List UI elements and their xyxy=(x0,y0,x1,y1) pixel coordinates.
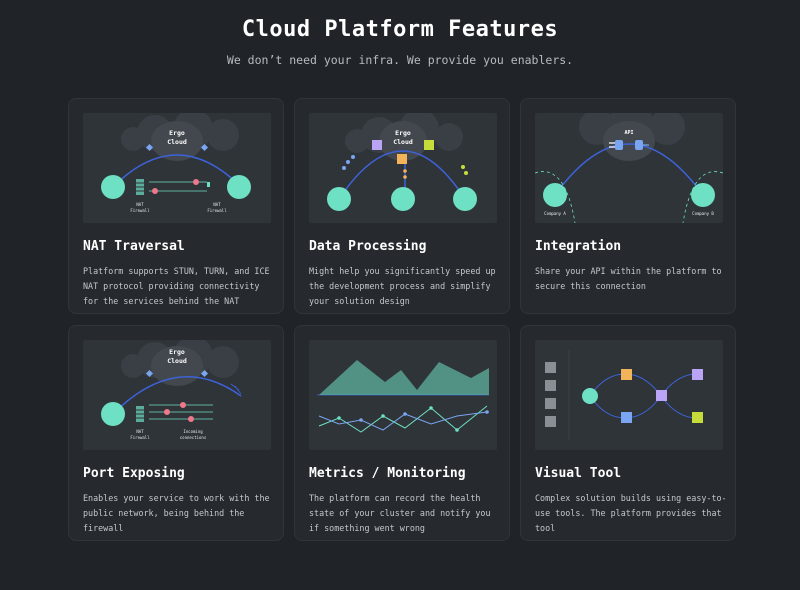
svg-text:Firewall: Firewall xyxy=(130,435,150,440)
feature-card-visual-tool[interactable]: Visual Tool Complex solution builds usin… xyxy=(520,325,736,541)
cloud-icon xyxy=(379,121,427,161)
svg-text:Cloud: Cloud xyxy=(167,138,187,146)
svg-text:Company A: Company A xyxy=(544,211,566,216)
svg-text:Ergo: Ergo xyxy=(169,348,185,356)
card-title: Visual Tool xyxy=(535,466,622,481)
card-title: NAT Traversal xyxy=(83,239,185,254)
svg-text:connections: connections xyxy=(180,435,207,440)
card-title: Port Exposing xyxy=(83,466,185,481)
card-title: Integration xyxy=(535,239,622,254)
svg-text:NAT: NAT xyxy=(136,429,144,434)
svg-text:NAT: NAT xyxy=(136,202,144,207)
nat-traversal-illustration: Ergo Cloud NAT Firewall NAT Firewall xyxy=(83,113,271,223)
page-subtitle: We don’t need your infra. We provide you… xyxy=(226,53,574,67)
svg-text:Cloud: Cloud xyxy=(393,138,413,146)
svg-text:Company B: Company B xyxy=(692,211,714,216)
card-description: The platform can record the health state… xyxy=(309,493,491,533)
data-processing-illustration: Ergo Cloud xyxy=(309,113,497,223)
svg-text:Ergo: Ergo xyxy=(395,129,411,137)
svg-text:NAT: NAT xyxy=(213,202,221,207)
svg-text:Firewall: Firewall xyxy=(207,208,227,213)
feature-card-data-processing[interactable]: Ergo Cloud Data Processing Might help yo… xyxy=(294,98,510,314)
cloud-icon xyxy=(151,121,203,161)
visual-tool-illustration xyxy=(535,340,723,450)
integration-illustration: API Company A Company B xyxy=(535,113,723,223)
svg-text:Ergo: Ergo xyxy=(169,129,185,137)
metrics-illustration xyxy=(309,340,497,450)
feature-card-integration[interactable]: API Company A Company B Integration Shar… xyxy=(520,98,736,314)
card-description: Enables your service to work with the pu… xyxy=(83,493,270,533)
page-title: Cloud Platform Features xyxy=(241,17,559,42)
plug-icon xyxy=(615,140,623,150)
svg-text:Cloud: Cloud xyxy=(167,357,187,365)
feature-card-metrics-monitoring[interactable]: Metrics / Monitoring The platform can re… xyxy=(294,325,510,541)
port-exposing-illustration: Ergo Cloud NAT Firewall Incoming connect… xyxy=(83,340,271,450)
card-description: Platform supports STUN, TURN, and ICE NA… xyxy=(83,266,270,306)
socket-icon xyxy=(635,140,643,150)
cloud-icon xyxy=(151,346,203,386)
feature-card-port-exposing[interactable]: Ergo Cloud NAT Firewall Incoming connect… xyxy=(68,325,284,541)
card-description: Complex solution builds using easy-to-us… xyxy=(535,493,727,533)
card-description: Share your API within the platform to se… xyxy=(535,266,722,291)
card-description: Might help you significantly speed up th… xyxy=(309,266,496,306)
card-title: Metrics / Monitoring xyxy=(309,466,466,481)
svg-text:Incoming: Incoming xyxy=(183,429,203,434)
svg-text:API: API xyxy=(624,130,633,136)
card-title: Data Processing xyxy=(309,239,427,254)
feature-card-nat-traversal[interactable]: Ergo Cloud NAT Firewall NAT Firewall NAT… xyxy=(68,98,284,314)
svg-text:Firewall: Firewall xyxy=(130,208,150,213)
